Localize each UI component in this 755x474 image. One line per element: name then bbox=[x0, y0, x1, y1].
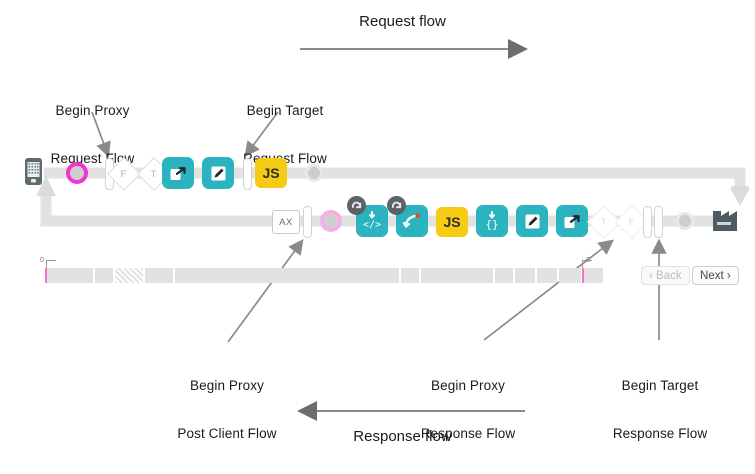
circle-grey-icon bbox=[676, 212, 694, 230]
bar-icon bbox=[303, 206, 312, 238]
bar-icon bbox=[643, 206, 652, 238]
timeline-segment[interactable] bbox=[175, 268, 399, 283]
diagram-canvas: Request flow Response flow Begin Proxy R… bbox=[25, 13, 750, 445]
timeline-segment[interactable] bbox=[515, 268, 535, 283]
request-policy-assign-message[interactable] bbox=[202, 157, 234, 189]
request-flow-divider-bar-2[interactable] bbox=[243, 158, 252, 190]
leader-begin-target-request bbox=[244, 111, 279, 158]
request-flow-end-marker[interactable] bbox=[305, 164, 323, 182]
arrow-out-icon bbox=[162, 157, 194, 189]
response-policy-json-payload[interactable]: {} bbox=[476, 205, 508, 237]
next-button[interactable]: Next › bbox=[692, 266, 739, 285]
response-flow-divider-bar-3[interactable] bbox=[654, 206, 663, 238]
response-policy-route[interactable] bbox=[556, 205, 588, 237]
timeline-marker[interactable] bbox=[45, 268, 47, 283]
response-policy-javascript[interactable]: JS bbox=[436, 207, 468, 237]
request-policy-route[interactable] bbox=[162, 157, 194, 189]
retry-badge-icon bbox=[347, 196, 366, 215]
svg-text:{}: {} bbox=[485, 218, 498, 231]
timeline-bracket-left bbox=[46, 260, 56, 268]
annotation-line-1: Begin Proxy bbox=[55, 103, 130, 118]
annotation-line-1: Begin Target bbox=[246, 103, 324, 118]
leader-begin-proxy-request bbox=[91, 111, 111, 158]
condition-label: F bbox=[629, 216, 635, 228]
timeline-segment[interactable] bbox=[537, 268, 557, 283]
code-icon: </> bbox=[356, 205, 388, 237]
callout-arrow-icon bbox=[396, 205, 428, 237]
timeline-track[interactable] bbox=[45, 268, 630, 283]
timeline-segment[interactable] bbox=[145, 268, 173, 283]
response-policy-xml-payload[interactable]: </> bbox=[347, 196, 388, 237]
leader-begin-proxy-post-client bbox=[227, 238, 304, 343]
leader-begin-proxy-response bbox=[483, 239, 615, 341]
diamond-icon: F bbox=[107, 157, 141, 191]
javascript-icon: JS bbox=[436, 207, 468, 237]
annotation-line-1: Begin Proxy bbox=[190, 378, 264, 393]
condition-label: F bbox=[121, 168, 127, 180]
circle-grey-icon bbox=[305, 164, 323, 182]
annotation-line-1: Begin Target bbox=[621, 378, 699, 393]
timeline-bracket-right bbox=[582, 260, 592, 268]
request-flow-title: Request flow bbox=[359, 13, 446, 30]
mobile-phone-icon bbox=[25, 158, 42, 185]
annotation-line-2: Request Flow bbox=[50, 151, 135, 166]
annotation-line-1: Begin Proxy bbox=[431, 378, 505, 393]
retry-badge-icon bbox=[387, 196, 406, 215]
bar-icon bbox=[654, 206, 663, 238]
timeline-tag-right: 0 bbox=[586, 257, 590, 264]
timeline-segment[interactable] bbox=[115, 268, 143, 283]
svg-text:</>: </> bbox=[363, 220, 381, 231]
response-flow-divider-bar-2[interactable] bbox=[643, 206, 652, 238]
annotation-begin-proxy-post-client-flow: Begin Proxy Post Client Flow bbox=[152, 346, 302, 474]
response-policy-assign-message[interactable] bbox=[516, 205, 548, 237]
response-flow-title: Response flow bbox=[353, 428, 452, 445]
circle-pink-icon bbox=[66, 162, 88, 184]
timeline-segment[interactable] bbox=[45, 268, 93, 283]
annotation-begin-proxy-request-flow: Begin Proxy Request Flow bbox=[25, 71, 160, 199]
request-flow-start-marker[interactable] bbox=[66, 162, 88, 184]
ax-icon: AX bbox=[272, 210, 300, 234]
condition-label: T bbox=[151, 168, 157, 180]
target-server-icon bbox=[713, 211, 737, 231]
timeline-segment[interactable] bbox=[401, 268, 419, 283]
annotation-line-2: Response Flow bbox=[612, 426, 708, 441]
timeline-segment[interactable] bbox=[583, 268, 603, 283]
response-policy-ax[interactable]: AX bbox=[272, 210, 300, 234]
request-condition-false[interactable]: F bbox=[107, 157, 141, 191]
pencil-icon bbox=[202, 157, 234, 189]
annotation-line-2: Response Flow bbox=[420, 426, 516, 441]
timeline-segment[interactable] bbox=[495, 268, 513, 283]
response-policy-flow-callout[interactable] bbox=[387, 196, 428, 237]
response-condition-true[interactable]: T bbox=[587, 205, 621, 239]
annotation-line-2: Post Client Flow bbox=[177, 426, 277, 441]
annotation-begin-proxy-response-flow: Begin Proxy Response Flow bbox=[397, 346, 539, 474]
pencil-icon bbox=[516, 205, 548, 237]
annotation-begin-target-response-flow: Begin Target Response Flow bbox=[589, 346, 731, 474]
timeline-segment[interactable] bbox=[95, 268, 113, 283]
braces-icon: {} bbox=[476, 205, 508, 237]
javascript-icon: JS bbox=[255, 158, 287, 188]
condition-label: T bbox=[601, 216, 607, 228]
timeline-marker[interactable] bbox=[582, 268, 584, 283]
back-button[interactable]: ‹ Back bbox=[641, 266, 690, 285]
response-flow-start-marker[interactable] bbox=[320, 210, 342, 232]
arrow-out-icon bbox=[556, 205, 588, 237]
request-policy-javascript[interactable]: JS bbox=[255, 158, 287, 188]
bar-icon bbox=[243, 158, 252, 190]
response-flow-end-marker[interactable] bbox=[676, 212, 694, 230]
timeline-segment[interactable] bbox=[421, 268, 493, 283]
timeline-tag-left: 0 bbox=[40, 257, 44, 264]
response-condition-false[interactable]: F bbox=[615, 205, 649, 239]
response-flow-divider-bar-1[interactable] bbox=[303, 206, 312, 238]
circle-pink-light-icon bbox=[320, 210, 342, 232]
timeline-segment[interactable] bbox=[559, 268, 581, 283]
